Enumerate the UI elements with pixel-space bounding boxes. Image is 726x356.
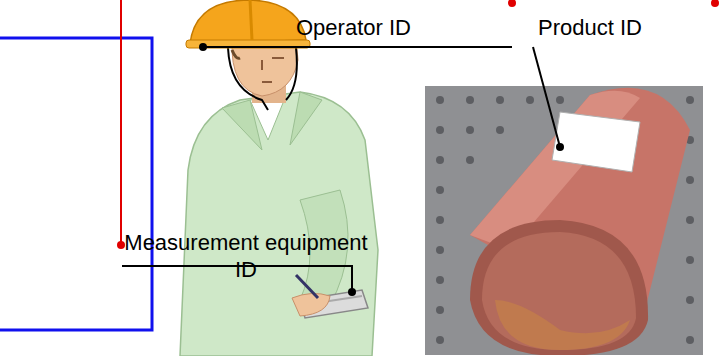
worker-illustration (180, 0, 378, 356)
red-dot (711, 0, 719, 7)
leader-line (203, 46, 512, 48)
callout-label: Product ID (538, 14, 718, 41)
red-leader (120, 0, 122, 245)
callout-label: Measurement equipment ID (124, 229, 368, 283)
red-dot (117, 241, 125, 249)
pipe-photo (424, 85, 704, 356)
callout-label: Operator ID (296, 14, 516, 41)
leader-dot (556, 143, 564, 151)
blue-panel (0, 38, 152, 330)
leader-dot (199, 43, 207, 51)
leader-dot (348, 288, 356, 296)
leader-line (533, 47, 560, 147)
red-dot (508, 0, 516, 7)
